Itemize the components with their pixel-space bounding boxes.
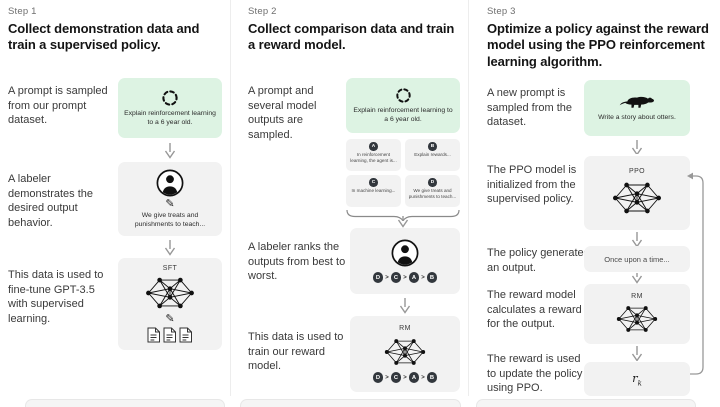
pencil-icon: ✎ [165, 313, 175, 325]
policy-output-text: Once upon a time... [604, 254, 670, 264]
brace-icon [346, 209, 460, 221]
step3-reward-caption: The reward model calculates a reward for… [487, 289, 582, 331]
step3-title: Optimize a policy against the reward mod… [487, 21, 709, 69]
doc-icon [147, 327, 160, 343]
step1-labeler-caption: A labeler demonstrates the desired outpu… [8, 173, 93, 229]
rm-label: RM [399, 325, 411, 333]
greater-than: > [403, 374, 407, 381]
pencil-icon: ✎ [165, 197, 175, 210]
neural-net-icon [145, 277, 195, 309]
sft-box: SFT ✎ [118, 258, 222, 350]
cycle-icon [395, 87, 411, 103]
greater-than: > [385, 374, 389, 381]
output-text: Explain rewards... [414, 152, 451, 157]
bottom-card-edge [25, 399, 225, 407]
output-chip: B [428, 142, 437, 151]
step1-prompt-box: Explain reinforcement learning to a 6 ye… [118, 78, 222, 138]
step1-labeler-box: ✎ We give treats and punishments to teac… [118, 162, 222, 236]
loop-arrow-icon [687, 172, 704, 375]
step3-output-caption: The policy generates an output. [487, 247, 590, 274]
rm-label: RM [631, 293, 643, 300]
ppo-box: PPO [584, 156, 690, 230]
step1-prompt-caption: A prompt is sampled from our prompt data… [8, 85, 108, 127]
down-arrow-icon [397, 216, 409, 228]
output-chip: C [369, 178, 378, 187]
otter-icon [619, 96, 654, 108]
rank-chip: C [390, 372, 402, 383]
column-divider [468, 0, 469, 396]
output-card-c: C In machine learning... [346, 175, 401, 207]
bottom-card-edge [240, 399, 461, 407]
step1-label: Step 1 [8, 6, 37, 17]
output-chip: D [428, 178, 437, 187]
output-card-a: A In reinforcement learning, the agent i… [346, 139, 401, 171]
prompt-text: Write a story about otters. [598, 113, 676, 121]
greater-than: > [421, 374, 425, 381]
down-arrow-icon [631, 232, 643, 246]
down-arrow-icon [164, 240, 176, 256]
greater-than: > [421, 274, 425, 281]
step3-prompt-box: Write a story about otters. [584, 80, 690, 136]
documents-icon [147, 327, 193, 343]
ranking-row: D > C > A > B [372, 272, 438, 283]
labeler-demo-text: We give treats and punishments to teach.… [134, 211, 206, 228]
output-chip: A [369, 142, 378, 151]
step3-init-caption: The PPO model is initialized from the su… [487, 164, 577, 206]
ppo-label: PPO [629, 168, 645, 175]
greater-than: > [385, 274, 389, 281]
rm-box-step3: RM [584, 284, 690, 344]
output-text: In machine learning... [351, 188, 396, 193]
step3-label: Step 3 [487, 6, 516, 17]
rank-chip: C [390, 272, 402, 283]
reward-symbol: rk [632, 370, 642, 388]
rm-box: RM D > C > A > B [350, 316, 460, 392]
down-arrow-icon [164, 143, 176, 159]
prompt-text: Explain reinforcement learning to a 6 ye… [353, 106, 453, 123]
reward-value-box: rk [584, 362, 690, 396]
labeler-icon [156, 169, 184, 197]
rank-chip: A [408, 372, 420, 383]
neural-net-icon [384, 338, 426, 366]
down-arrow-icon [631, 346, 643, 361]
step1-title: Collect demonstration data and train a s… [8, 21, 200, 53]
down-arrow-icon [631, 273, 643, 284]
labeler-icon [391, 239, 419, 267]
rank-chip: B [426, 272, 438, 283]
step3-update-caption: The reward is used to update the policy … [487, 353, 583, 395]
sft-label: SFT [162, 265, 178, 272]
output-card-d: D We give treats and punishments to teac… [405, 175, 460, 207]
step2-prompt-caption: A prompt and several model outputs are s… [248, 85, 317, 141]
neural-net-icon [616, 305, 658, 333]
rank-chip: D [372, 272, 384, 283]
step2-rank-caption: A labeler ranks the outputs from best to… [248, 241, 346, 283]
bottom-card-edge [476, 399, 696, 407]
output-text: We give treats and punishments to teach.… [408, 188, 457, 199]
rank-chip: A [408, 272, 420, 283]
step2-title: Collect comparison data and train a rewa… [248, 21, 455, 53]
greater-than: > [403, 274, 407, 281]
step3-prompt-caption: A new prompt is sampled from the dataset… [487, 87, 572, 129]
policy-output-box: Once upon a time... [584, 246, 690, 272]
down-arrow-icon [631, 140, 643, 154]
rank-chip: B [426, 372, 438, 383]
step2-train-caption: This data is used to train our reward mo… [248, 331, 344, 373]
doc-icon [179, 327, 192, 343]
rank-chip: D [372, 372, 384, 383]
step2-prompt-box: Explain reinforcement learning to a 6 ye… [346, 78, 460, 133]
output-card-b: B Explain rewards... [405, 139, 460, 171]
down-arrow-icon [399, 298, 411, 314]
ranking-row: D > C > A > B [372, 372, 438, 383]
doc-icon [163, 327, 176, 343]
cycle-icon [162, 90, 178, 106]
output-text: In reinforcement learning, the agent is.… [350, 152, 397, 163]
neural-net-icon [612, 182, 662, 214]
step1-finetune-caption: This data is used to fine-tune GPT-3.5 w… [8, 269, 104, 325]
column-divider [230, 0, 231, 396]
prompt-text: Explain reinforcement learning to a 6 ye… [124, 109, 216, 126]
step2-label: Step 2 [248, 6, 277, 17]
step2-labeler-box: D > C > A > B [350, 228, 460, 294]
